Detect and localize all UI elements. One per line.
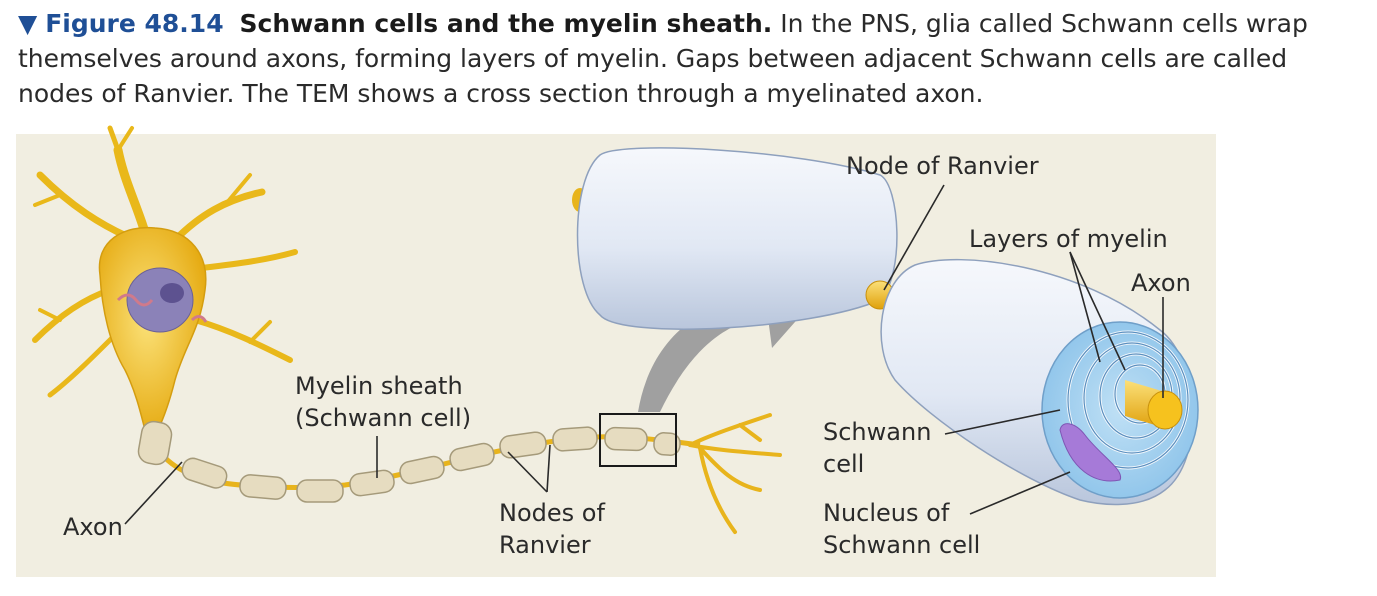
label-layers-of-myelin: Layers of myelin bbox=[969, 225, 1168, 253]
organelles bbox=[116, 293, 154, 307]
axon-terminals bbox=[688, 413, 782, 534]
figure-caption-text: In the PNS, glia called Schwann cells wr… bbox=[18, 9, 1308, 108]
label-ranvier: Ranvier bbox=[499, 531, 591, 559]
figure-caption: ▼ Figure 48.14 Schwann cells and the mye… bbox=[18, 6, 1368, 111]
label-axon-right: Axon bbox=[1131, 269, 1191, 297]
enlarged-axon bbox=[572, 147, 1199, 506]
label-myelin-sheath: Myelin sheath bbox=[295, 372, 463, 400]
schwann-nucleus bbox=[1059, 423, 1122, 482]
label-node-of-ranvier: Node of Ranvier bbox=[846, 152, 1039, 180]
leader-lines bbox=[124, 184, 1164, 525]
figure-number: Figure 48.14 bbox=[45, 9, 224, 38]
myelin-segments bbox=[137, 420, 681, 503]
label-nucleus-schwann-cell: Schwann cell bbox=[823, 531, 980, 559]
figure-title: Schwann cells and the myelin sheath. bbox=[239, 9, 773, 38]
figure-marker: ▼ bbox=[18, 9, 38, 38]
label-myelin-sheath-sub: (Schwann cell) bbox=[295, 404, 471, 432]
label-nucleus-of: Nucleus of bbox=[823, 499, 950, 527]
label-nodes-of: Nodes of bbox=[499, 499, 605, 527]
label-schwann-cell: cell bbox=[823, 450, 864, 478]
label-schwann: Schwann bbox=[823, 418, 931, 446]
nucleolus bbox=[160, 283, 184, 303]
magnification-box bbox=[599, 413, 677, 467]
label-axon-left: Axon bbox=[63, 513, 123, 541]
